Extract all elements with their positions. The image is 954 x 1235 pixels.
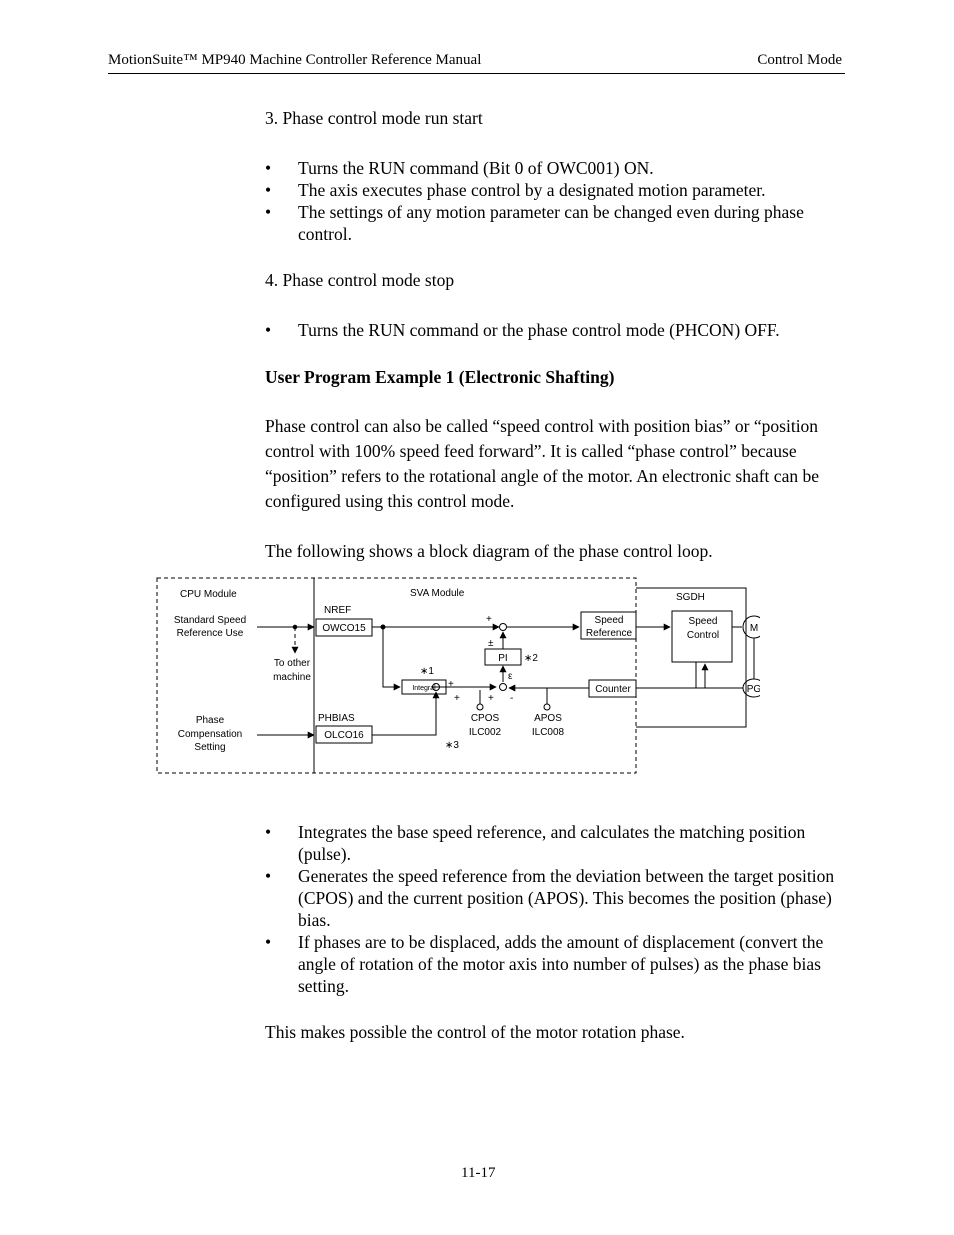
- to-other-label-2: machine: [273, 672, 311, 683]
- sum-junction-3: [499, 683, 507, 691]
- apos-label: APOS: [534, 713, 562, 724]
- speed-ref-label-2: Reference: [586, 628, 633, 639]
- phbias-label: PHBIAS: [318, 713, 355, 724]
- section3-title: 3. Phase control mode run start: [265, 108, 483, 128]
- ilc002-label: ILC002: [469, 727, 502, 738]
- explanation-bullets: •Integrates the base speed reference, an…: [265, 821, 845, 997]
- phase-comp-label-1: Phase: [196, 715, 225, 726]
- phase-comp-label-3: Setting: [194, 742, 225, 753]
- list-item: •The axis executes phase control by a de…: [265, 180, 766, 200]
- list-item: •Turns the RUN command (Bit 0 of OWC001)…: [265, 158, 654, 178]
- cpos-node: [476, 703, 484, 711]
- speed-ctrl-label-1: Speed: [689, 616, 718, 627]
- motor-label: M: [750, 623, 758, 634]
- cpos-label: CPOS: [471, 713, 500, 724]
- phase-comp-label-2: Compensation: [178, 729, 242, 740]
- sgdh-border: [636, 587, 747, 728]
- closing-text: This makes possible the control of the m…: [265, 1022, 685, 1042]
- list-item: •If phases are to be displaced, adds the…: [265, 932, 824, 996]
- example-heading: User Program Example 1 (Electronic Shaft…: [265, 367, 615, 387]
- pi-label: PI: [498, 653, 507, 664]
- counter-label: Counter: [595, 684, 631, 695]
- list-item: •Turns the RUN command or the phase cont…: [265, 320, 780, 340]
- plus-sign: +: [488, 693, 494, 704]
- to-other-label-1: To other: [274, 658, 311, 669]
- speed-ref-label-1: Speed: [595, 615, 624, 626]
- sgdh-label: SGDH: [676, 592, 705, 603]
- owco15-label: OWCO15: [322, 623, 366, 634]
- integral-label: Integral: [412, 685, 436, 692]
- list-item: •The settings of any motion parameter ca…: [265, 202, 804, 244]
- header-rule: [108, 73, 845, 74]
- section4-title: 4. Phase control mode stop: [265, 270, 455, 290]
- plus-sign: +: [448, 679, 454, 690]
- plusminus-sign: ±: [488, 638, 494, 649]
- std-speed-label-1: Standard Speed: [174, 615, 246, 626]
- epsilon-label: ε: [508, 671, 513, 682]
- speed-reference-box: [580, 611, 637, 640]
- cpu-module-label: CPU Module: [180, 589, 237, 600]
- list-item: •Generates the speed reference from the …: [265, 866, 835, 930]
- section4-bullets: •Turns the RUN command or the phase cont…: [265, 319, 845, 341]
- plus-sign: +: [486, 614, 492, 625]
- page-number: 11-17: [461, 1165, 496, 1181]
- header-title: MotionSuite™ MP940 Machine Controller Re…: [108, 52, 482, 68]
- phase-control-block-diagram: CPU Module Standard Speed Reference Use …: [156, 577, 760, 774]
- ilc008-label: ILC008: [532, 727, 565, 738]
- note1-label: ∗1: [420, 666, 434, 677]
- list-item: •Integrates the base speed reference, an…: [265, 822, 806, 864]
- section3-bullets: •Turns the RUN command (Bit 0 of OWC001)…: [265, 157, 845, 245]
- plus-sign: +: [454, 693, 460, 704]
- header-section: Control Mode: [757, 52, 842, 68]
- std-speed-label-2: Reference Use: [177, 628, 244, 639]
- sva-module-label: SVA Module: [410, 588, 465, 599]
- example-paragraph: Phase control can also be called “speed …: [265, 416, 819, 511]
- olco16-label: OLCO16: [324, 730, 364, 741]
- cpu-sva-module-border: [156, 577, 637, 774]
- diagram-intro: The following shows a block diagram of t…: [265, 541, 713, 561]
- pg-label: PG: [747, 684, 760, 695]
- apos-node: [543, 703, 551, 711]
- nref-label: NREF: [324, 605, 351, 616]
- sum-junction-1: [499, 623, 507, 631]
- speed-ctrl-label-2: Control: [687, 630, 719, 641]
- speed-control-box: [671, 610, 733, 663]
- note3-label: ∗3: [445, 740, 459, 751]
- minus-sign: -: [510, 693, 513, 704]
- note2-label: ∗2: [524, 653, 538, 664]
